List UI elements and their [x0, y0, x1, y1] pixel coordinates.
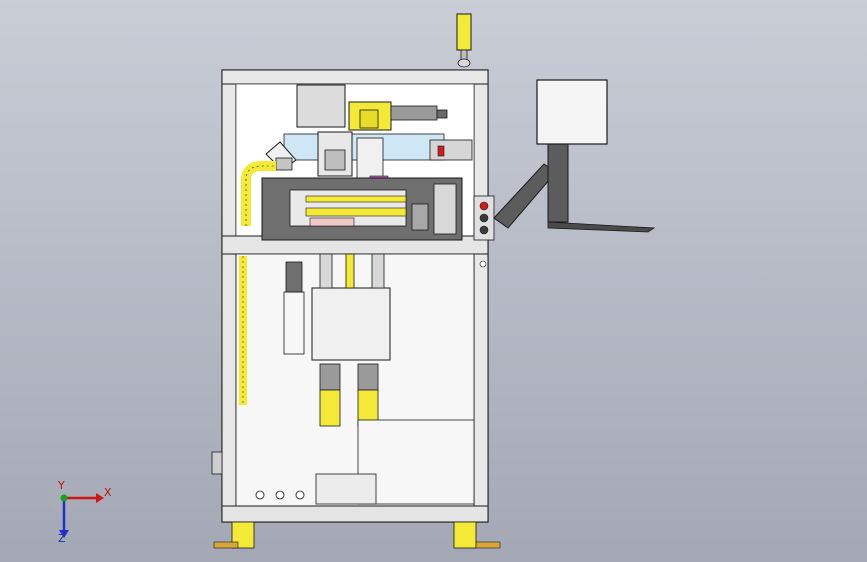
z-axis-label: Z [58, 532, 66, 545]
cable-conduit [239, 161, 276, 405]
coordinate-triad: X Y Z [48, 479, 112, 545]
stage-plate [283, 131, 473, 183]
signal-tower [456, 13, 472, 68]
camera-assembly [296, 84, 448, 131]
control-panel [473, 195, 495, 268]
casters [213, 521, 501, 549]
lower-assembly [255, 253, 475, 505]
monitor-arm [493, 79, 656, 233]
linear-carriage [261, 177, 463, 241]
y-axis-label: Y [57, 479, 65, 492]
angled-lamp [265, 141, 297, 171]
x-axis-label: X [104, 486, 112, 499]
